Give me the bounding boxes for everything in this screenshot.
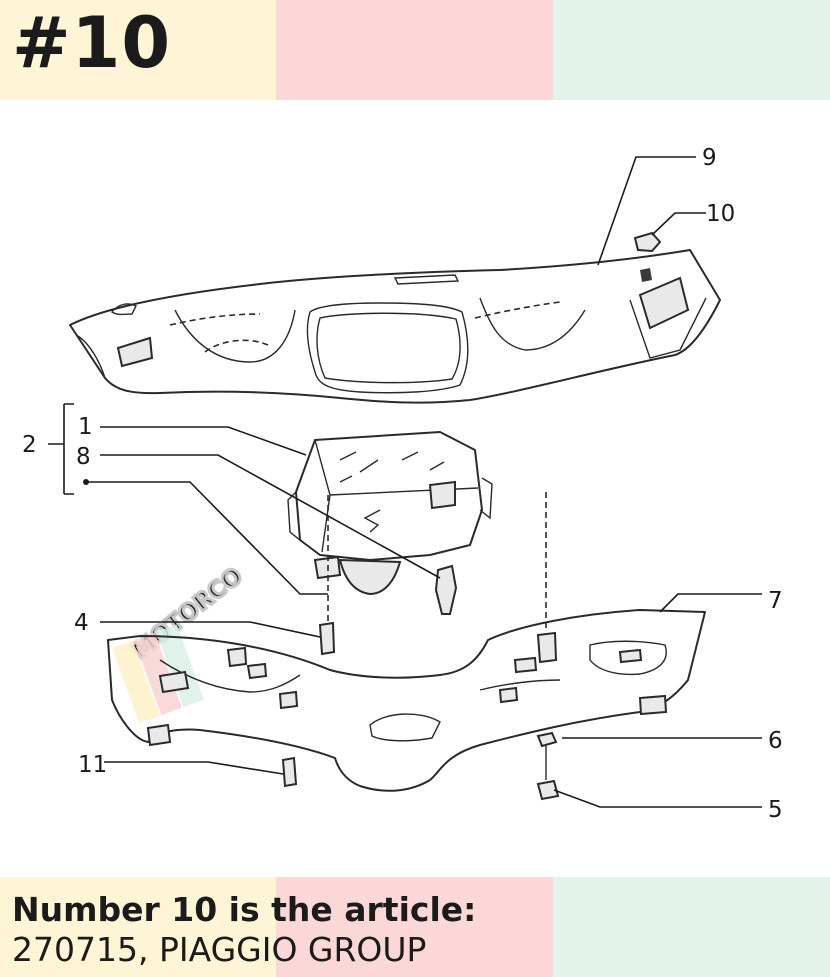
callout-2: 2 xyxy=(22,432,37,458)
caption-band-mint xyxy=(553,877,830,977)
instrument-cluster xyxy=(287,431,493,596)
header-band-pink xyxy=(276,0,553,100)
header-band-mint xyxy=(553,0,830,100)
watermark-color-stripe-pink xyxy=(134,632,183,716)
callout-7: 7 xyxy=(768,588,783,614)
callout-8: 8 xyxy=(76,444,91,470)
leader-dot-marker xyxy=(83,479,89,485)
callout-11: 11 xyxy=(78,752,107,778)
leader-5 xyxy=(553,789,762,808)
screw-part-11 xyxy=(281,756,298,788)
callout-4: 4 xyxy=(74,610,89,636)
leader-2 xyxy=(48,403,74,495)
clip-part xyxy=(633,231,662,282)
screw-part-4 xyxy=(318,621,336,656)
caption-band-yellow xyxy=(0,877,276,977)
leader-8 xyxy=(100,454,441,579)
item-number: #10 xyxy=(12,2,172,84)
callout-6: 6 xyxy=(768,728,783,754)
leader-7 xyxy=(659,593,762,613)
callout-10: 10 xyxy=(706,201,735,227)
caption-band xyxy=(0,877,830,977)
callout-5: 5 xyxy=(768,797,783,823)
leader-4 xyxy=(100,621,321,638)
header-band-yellow xyxy=(0,0,276,100)
screw-part-6-5 xyxy=(536,731,560,801)
lower-handlebar-cover xyxy=(107,609,706,792)
caption-title: Number 10 is the article: xyxy=(12,890,477,929)
leader-dot xyxy=(86,481,328,595)
caption-article: 270715, PIAGGIO GROUP xyxy=(12,930,427,969)
leader-9 xyxy=(597,156,696,266)
caption-band-pink xyxy=(276,877,553,977)
parts-diagram: MOTORCO xyxy=(22,145,783,823)
caption: Number 10 is the article: 270715, PIAGGI… xyxy=(12,890,476,970)
upper-handlebar-cover xyxy=(69,249,721,404)
watermark-color-stripe-yellow xyxy=(112,640,161,724)
header-band xyxy=(0,0,830,100)
watermark-color-stripe-mint xyxy=(155,624,205,708)
screw-part-8 xyxy=(434,564,458,615)
callout-1: 1 xyxy=(78,414,93,440)
leader-10 xyxy=(651,212,706,236)
leader-1 xyxy=(100,426,307,456)
callout-9: 9 xyxy=(702,145,717,171)
leader-11 xyxy=(104,761,284,775)
